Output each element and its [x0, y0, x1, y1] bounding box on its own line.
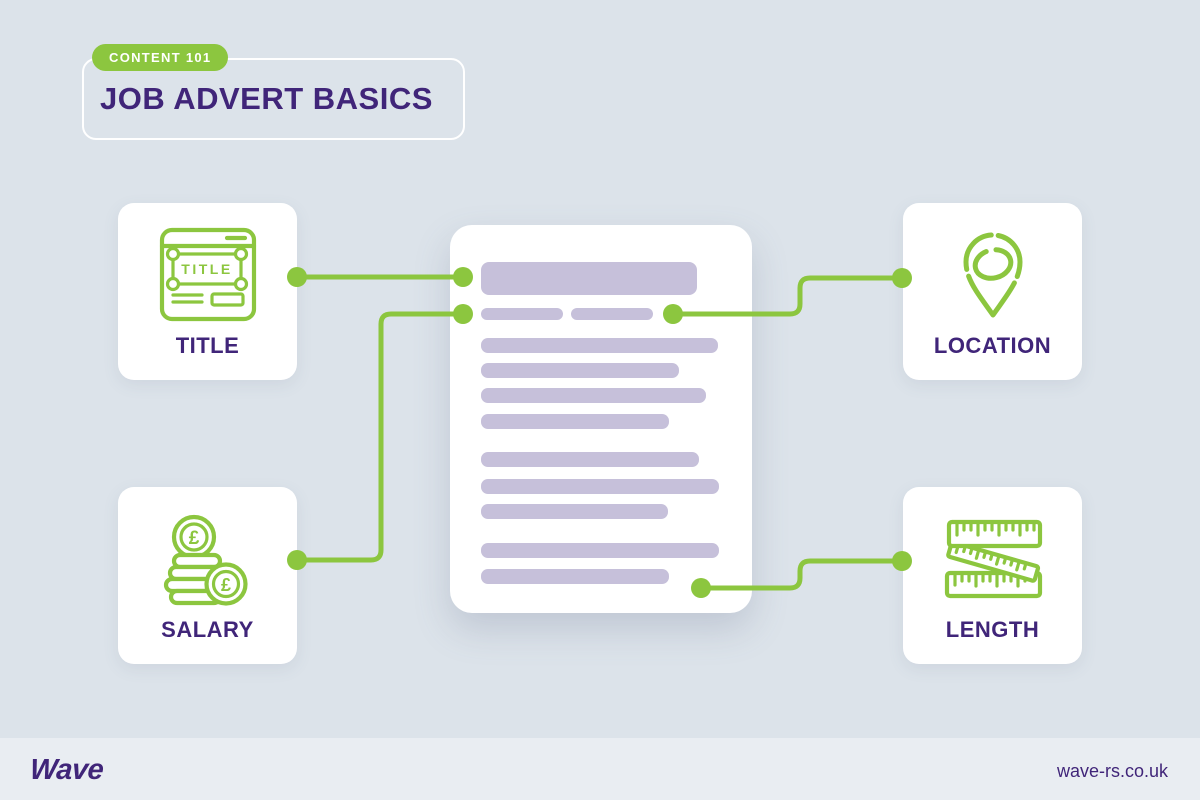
doc-meta-bar — [571, 308, 653, 320]
doc-text-bar — [481, 414, 669, 429]
doc-text-bar — [481, 543, 719, 558]
page-title: JOB ADVERT BASICS — [100, 81, 433, 116]
card-salary: £ £ SALARY — [118, 487, 297, 664]
card-length: LENGTH — [903, 487, 1082, 664]
doc-text-bar — [481, 388, 706, 403]
pound-symbol-top: £ — [188, 528, 199, 549]
doc-text-bar — [481, 452, 699, 467]
doc-text-bar — [481, 569, 669, 584]
doc-text-bar — [481, 479, 719, 494]
wave-logo: Wave — [28, 754, 105, 786]
card-length-label: LENGTH — [945, 617, 1040, 642]
doc-meta-bar — [481, 308, 563, 320]
measuring-tape-icon — [944, 519, 1042, 599]
pound-coins-icon: £ £ — [163, 514, 248, 606]
card-location-label: LOCATION — [933, 333, 1052, 358]
pound-symbol-front: £ — [220, 575, 230, 595]
doc-text-bar — [481, 338, 718, 353]
header-frame: JOB ADVERT BASICS — [82, 58, 465, 140]
doc-text-bar — [481, 363, 679, 378]
map-pin-icon — [963, 232, 1022, 318]
webpage-title-icon: TITLE — [159, 227, 256, 322]
job-advert-document — [450, 225, 752, 613]
footer-band — [0, 738, 1200, 800]
card-location: LOCATION — [903, 203, 1082, 380]
card-title-label: TITLE — [175, 333, 240, 358]
content-101-badge: CONTENT 101 — [92, 44, 229, 71]
card-salary-label: SALARY — [161, 617, 254, 642]
card-title: TITLE TITLE — [118, 203, 297, 380]
title-icon-text: TITLE — [181, 261, 232, 277]
doc-text-bar — [481, 504, 668, 519]
connector-salary — [294, 311, 466, 563]
website-url: wave-rs.co.uk — [1056, 761, 1168, 781]
doc-title-bar — [481, 262, 697, 295]
